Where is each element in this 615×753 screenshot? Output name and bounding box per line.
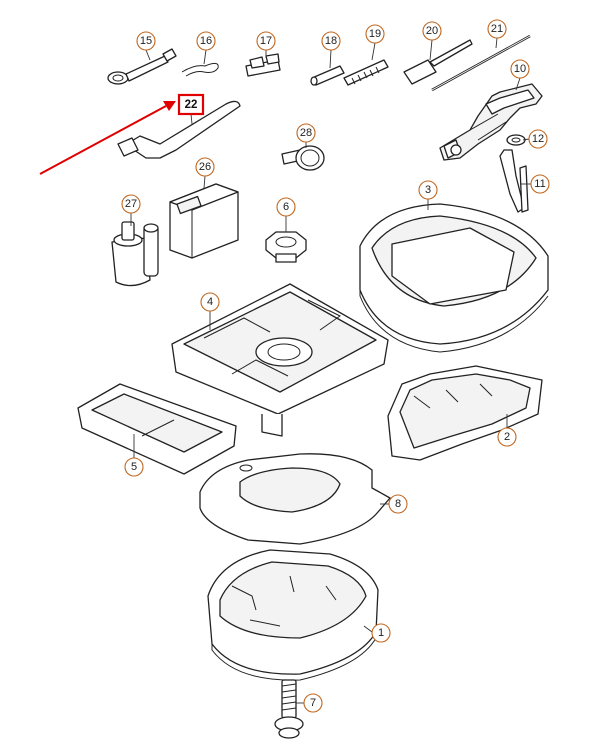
callout-11[interactable]: 11	[530, 174, 550, 194]
part-12-nut	[506, 134, 526, 146]
callout-15[interactable]: 15	[136, 31, 156, 51]
callout-label-11: 11	[534, 178, 545, 190]
part-3-foam-tray	[359, 203, 549, 353]
callout-10[interactable]: 10	[510, 59, 530, 79]
callout-27[interactable]: 27	[121, 194, 141, 214]
callout-label-2: 2	[504, 431, 510, 443]
part-27-sealant-bottle	[111, 221, 159, 287]
callout-2[interactable]: 2	[497, 427, 517, 447]
callout-label-8: 8	[395, 498, 401, 510]
callout-label-18: 18	[325, 35, 337, 47]
callout-28[interactable]: 28	[296, 123, 316, 143]
callout-22-highlighted[interactable]: 22	[177, 93, 205, 116]
callout-label-27: 27	[125, 198, 137, 210]
callout-label-22: 22	[185, 99, 198, 111]
callout-label-7: 7	[310, 697, 316, 709]
part-20-handle	[403, 39, 473, 85]
part-28-pressure-gauge	[281, 145, 325, 171]
callout-8[interactable]: 8	[388, 494, 408, 514]
callout-label-4: 4	[207, 296, 213, 308]
highlight-arrow	[39, 101, 176, 175]
part-8-mat	[199, 453, 391, 545]
callout-12[interactable]: 12	[528, 129, 548, 149]
callout-label-28: 28	[300, 127, 312, 139]
callout-18[interactable]: 18	[321, 31, 341, 51]
part-15-tow-eye	[107, 48, 177, 85]
part-17-bracket	[245, 53, 281, 77]
part-7-bolt	[274, 679, 304, 739]
part-6-center-nut	[265, 231, 307, 263]
part-22-lug-wrench	[117, 100, 241, 159]
part-19-threaded-rod	[343, 59, 389, 86]
part-21-rod	[431, 34, 531, 92]
part-5-shallow-tray	[77, 383, 237, 475]
callout-1[interactable]: 1	[371, 623, 391, 643]
callout-6[interactable]: 6	[276, 197, 296, 217]
callout-4[interactable]: 4	[200, 292, 220, 312]
callout-label-16: 16	[200, 35, 212, 47]
callout-label-20: 20	[426, 25, 438, 37]
callout-label-21: 21	[491, 23, 503, 35]
part-16-clip	[181, 62, 219, 77]
callout-label-10: 10	[514, 63, 526, 75]
callout-19[interactable]: 19	[365, 24, 385, 44]
part-4-hub-tray	[171, 283, 389, 437]
part-26-compressor	[169, 183, 239, 259]
callout-16[interactable]: 16	[196, 31, 216, 51]
callout-21[interactable]: 21	[487, 19, 507, 39]
callout-label-12: 12	[532, 133, 544, 145]
part-11-strap	[499, 149, 529, 213]
callout-3[interactable]: 3	[418, 180, 438, 200]
callout-7[interactable]: 7	[303, 693, 323, 713]
part-10-jack	[439, 83, 543, 161]
leader-lines	[130, 37, 531, 704]
callout-17[interactable]: 17	[256, 31, 276, 51]
callout-label-3: 3	[425, 184, 431, 196]
callout-label-17: 17	[260, 35, 272, 47]
callout-20[interactable]: 20	[422, 21, 442, 41]
part-1-base-tray	[207, 549, 379, 681]
callout-label-1: 1	[378, 627, 384, 639]
part-18-pin	[310, 65, 345, 86]
callout-label-26: 26	[199, 161, 211, 173]
callout-label-6: 6	[283, 201, 289, 213]
callout-label-19: 19	[369, 28, 381, 40]
callout-label-15: 15	[140, 35, 152, 47]
callout-26[interactable]: 26	[195, 157, 215, 177]
part-2-foam-insert	[387, 365, 543, 461]
callout-5[interactable]: 5	[124, 457, 144, 477]
callout-label-5: 5	[131, 461, 137, 473]
